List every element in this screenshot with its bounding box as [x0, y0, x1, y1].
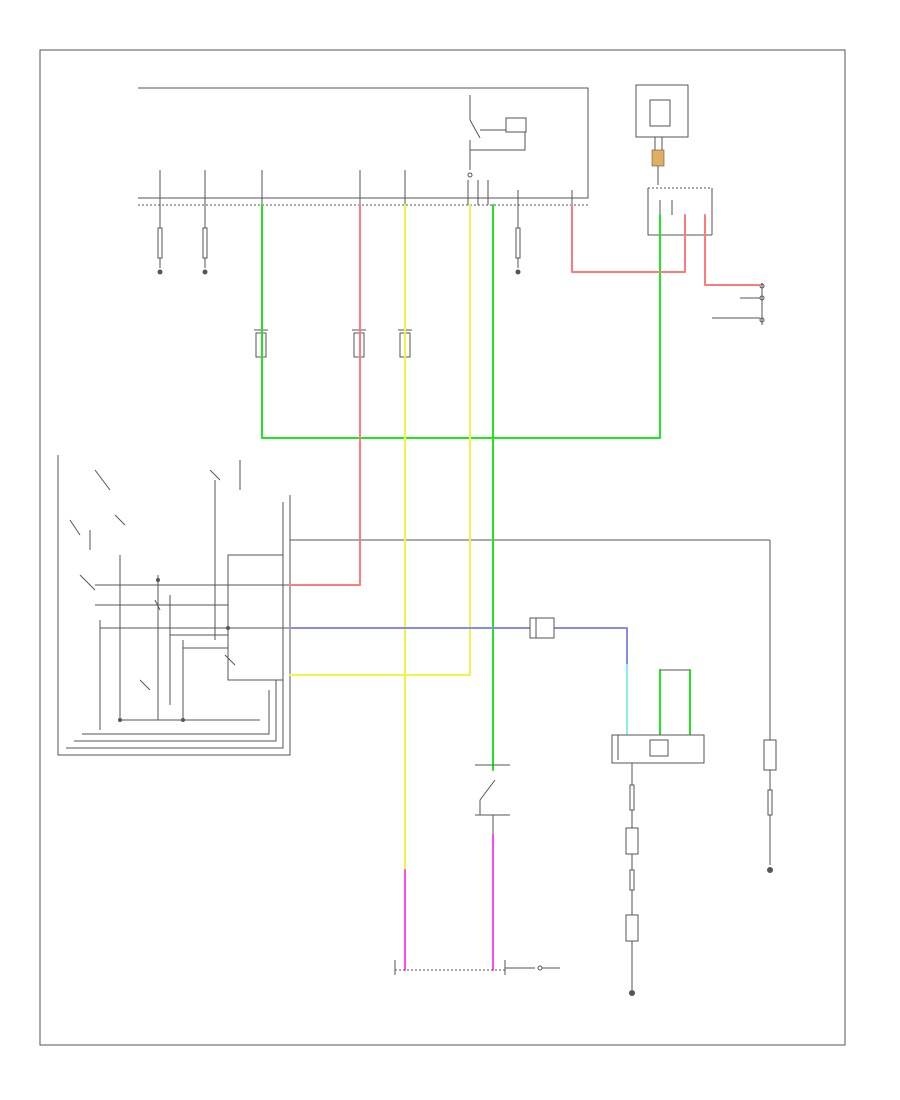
wire-blue	[289, 627, 628, 666]
far-right-connector	[763, 739, 777, 873]
transmission-switch	[475, 764, 510, 835]
diagram-frame	[39, 49, 846, 1046]
fuse-relay-box	[138, 87, 590, 206]
wire-red-right	[704, 214, 761, 286]
wire-yellow-branch	[289, 204, 471, 676]
middle-connectors	[254, 329, 412, 358]
wire-green-loop	[261, 204, 661, 439]
left-switch-assembly	[57, 455, 771, 756]
header-terminals	[159, 170, 573, 205]
wire-red-main	[289, 204, 361, 586]
lower-right-stack	[625, 763, 639, 996]
wire-red-top	[571, 204, 686, 273]
header-ground-drops	[157, 205, 521, 275]
right-module	[611, 734, 705, 764]
right-connector	[712, 283, 765, 325]
inline-connector-blue	[529, 617, 555, 639]
bottom-connector	[394, 960, 560, 975]
top-right-module	[635, 84, 713, 236]
